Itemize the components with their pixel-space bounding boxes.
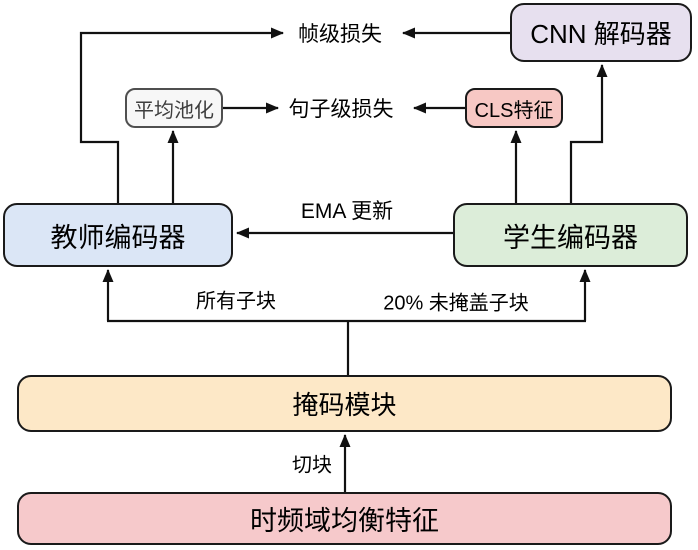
sentence-level-loss-label: 句子级损失	[288, 98, 394, 121]
cls-feature-node: CLS特征	[465, 88, 563, 128]
tf-balanced-features-node: 时频域均衡特征	[17, 492, 672, 545]
ema-update-label: EMA 更新	[300, 200, 394, 223]
teacher-encoder-node: 教师编码器	[3, 203, 233, 267]
cnn-decoder-label: CNN 解码器	[530, 19, 672, 49]
mask-module-node: 掩码模块	[17, 375, 672, 432]
all-subblocks-label: 所有子块	[196, 290, 276, 313]
arrow-teacher-to-frame-loss	[79, 27, 284, 203]
mask-module-label: 掩码模块	[292, 390, 397, 420]
cls-feature-label: CLS特征	[474, 99, 554, 122]
tf-balanced-features-label: 时频域均衡特征	[250, 506, 439, 536]
cnn-decoder-node: CNN 解码器	[510, 3, 692, 62]
student-encoder-node: 学生编码器	[453, 203, 688, 267]
frame-level-loss-label: 帧级损失	[298, 23, 382, 46]
unmasked-subblocks-label: 20% 未掩盖子块	[383, 292, 529, 315]
arrow-student-to-cnn	[569, 64, 608, 203]
teacher-encoder-label: 教师编码器	[50, 222, 186, 253]
average-pooling-node: 平均池化	[125, 88, 223, 128]
student-encoder-label: 学生编码器	[503, 222, 638, 253]
average-pooling-label: 平均池化	[134, 99, 214, 122]
chunking-label: 切块	[292, 454, 332, 477]
